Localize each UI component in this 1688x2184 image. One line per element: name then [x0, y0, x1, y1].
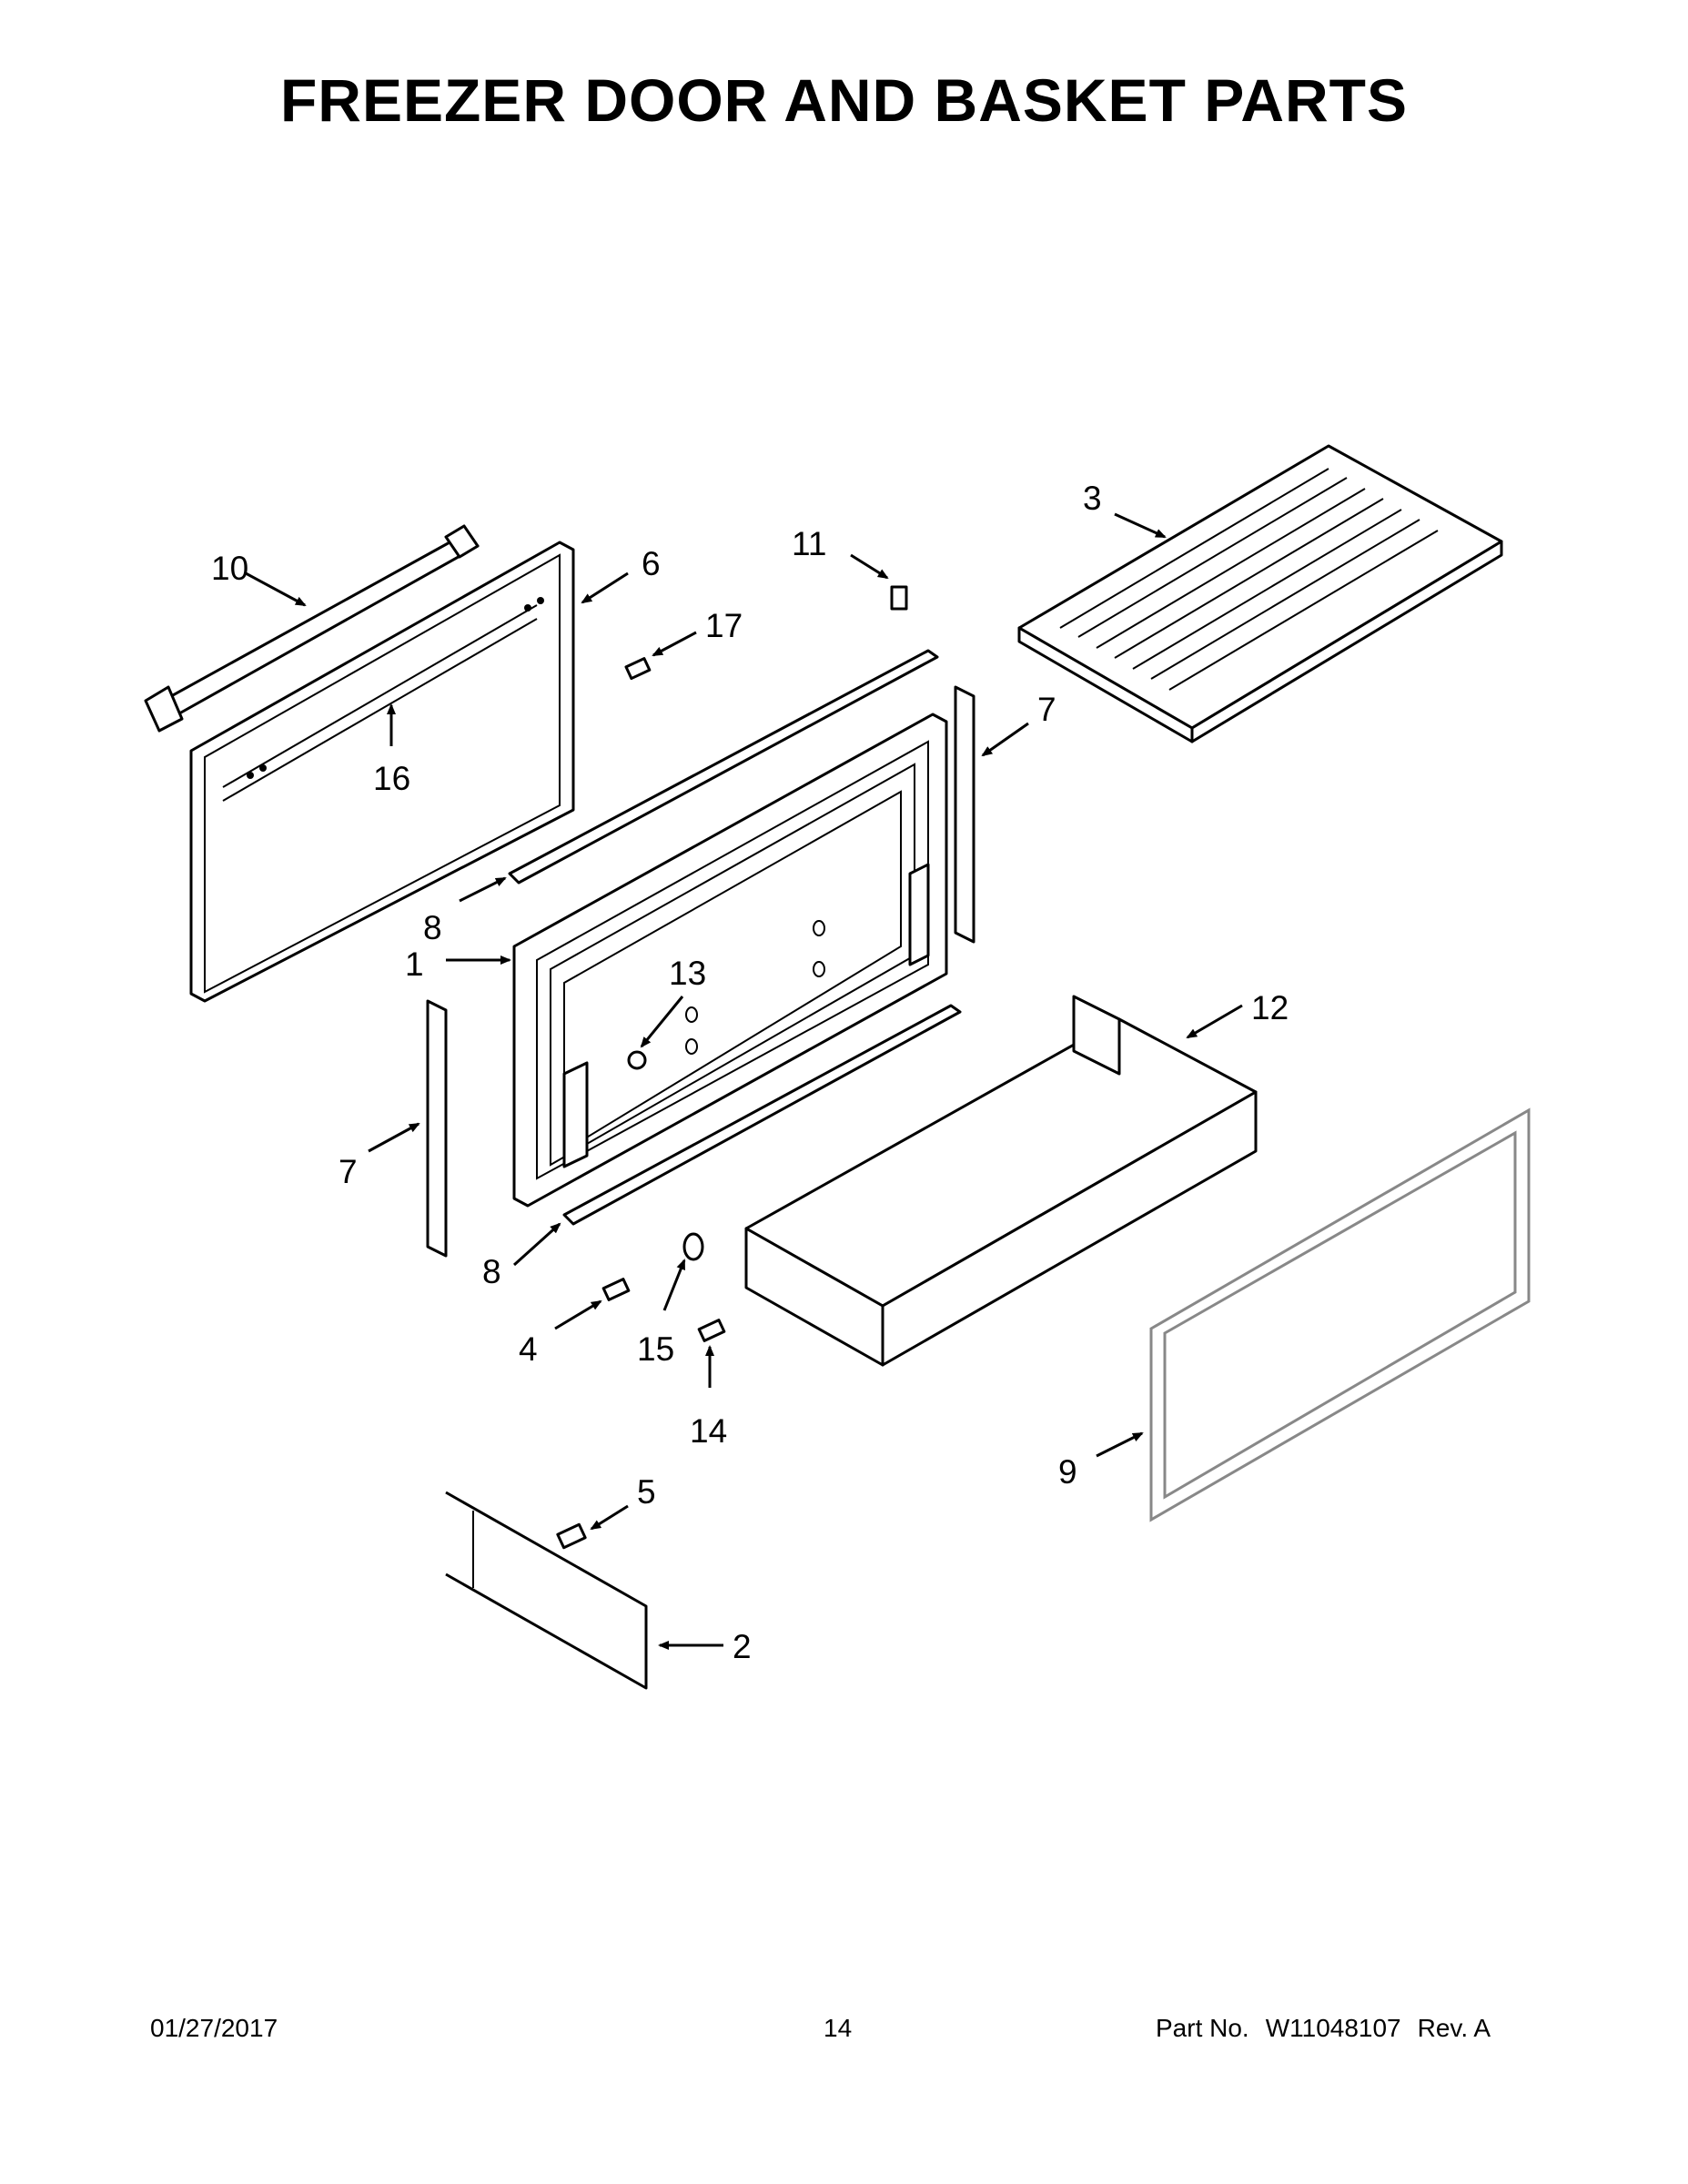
door-rail-part-8-lower — [562, 1004, 962, 1226]
callout-12: 12 — [1251, 989, 1289, 1026]
spacer-part-15 — [682, 1232, 704, 1261]
callout-16: 16 — [373, 760, 410, 797]
door-rail-part-8-upper — [508, 649, 939, 885]
screw-part-17 — [624, 657, 652, 681]
footer-part-label: Part No. — [1156, 2014, 1249, 2042]
callout-8-upper: 8 — [423, 909, 442, 946]
callout-14: 14 — [690, 1412, 727, 1450]
callout-7-right: 7 — [1037, 691, 1056, 728]
door-liner-part-1 — [512, 713, 948, 1208]
screw-part-5 — [556, 1522, 587, 1550]
callout-2: 2 — [733, 1628, 752, 1665]
callout-3: 3 — [1083, 480, 1102, 517]
leader-lines — [245, 512, 1243, 1650]
outer-door-frame-part-6 — [189, 541, 575, 1003]
basket-part-12 — [744, 995, 1258, 1367]
screw-part-11 — [890, 585, 908, 611]
callout-6: 6 — [642, 545, 661, 582]
footer-date: 01/27/2017 — [150, 2014, 278, 2042]
footer-revision: Rev. A — [1417, 2014, 1491, 2042]
callout-15: 15 — [637, 1330, 674, 1368]
callout-4: 4 — [519, 1330, 538, 1368]
callout-8-lower: 8 — [482, 1253, 501, 1290]
page-title: FREEZER DOOR AND BASKET PARTS — [279, 66, 1409, 134]
callout-17: 17 — [705, 607, 743, 644]
screw-part-14 — [697, 1319, 726, 1342]
screw-part-4 — [601, 1278, 631, 1301]
callout-5: 5 — [637, 1473, 656, 1511]
side-strip-part-7-left — [426, 999, 448, 1258]
footer-page-number: 14 — [824, 2014, 853, 2042]
callout-11: 11 — [792, 525, 826, 562]
callout-13: 13 — [669, 955, 706, 992]
handle-part-10 — [144, 524, 480, 733]
callout-7-left: 7 — [339, 1153, 358, 1190]
footer-part-info: Part No. W11048107 Rev. A — [1156, 2014, 1507, 2043]
callout-1: 1 — [405, 945, 424, 983]
gasket-part-9 — [1149, 1107, 1531, 1522]
bumper-part-13 — [627, 1050, 647, 1070]
callout-labels: 10 6 17 16 11 3 7 8 1 13 12 7 8 4 15 14 … — [211, 480, 1289, 1665]
side-strip-part-7-right — [954, 685, 975, 944]
trim-part-2 — [445, 1491, 648, 1690]
footer-part-number: W11048107 — [1265, 2014, 1401, 2042]
callout-10: 10 — [211, 550, 248, 587]
callout-9: 9 — [1058, 1453, 1077, 1491]
basket-shelf-part-3 — [1017, 444, 1503, 743]
